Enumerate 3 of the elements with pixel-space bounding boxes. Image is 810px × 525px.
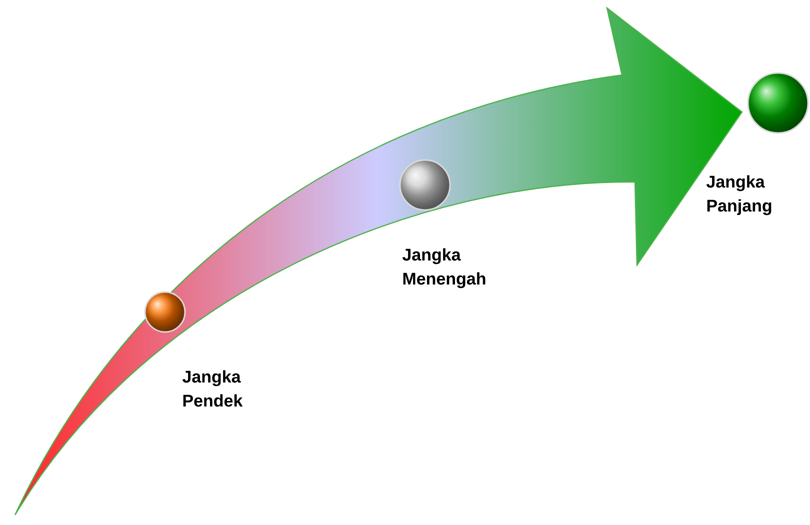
stage-label: Jangka Panjang [706,175,772,216]
stage-label: Jangka Menengah [402,248,486,288]
stage-label: Jangka Pendek [182,370,243,407]
